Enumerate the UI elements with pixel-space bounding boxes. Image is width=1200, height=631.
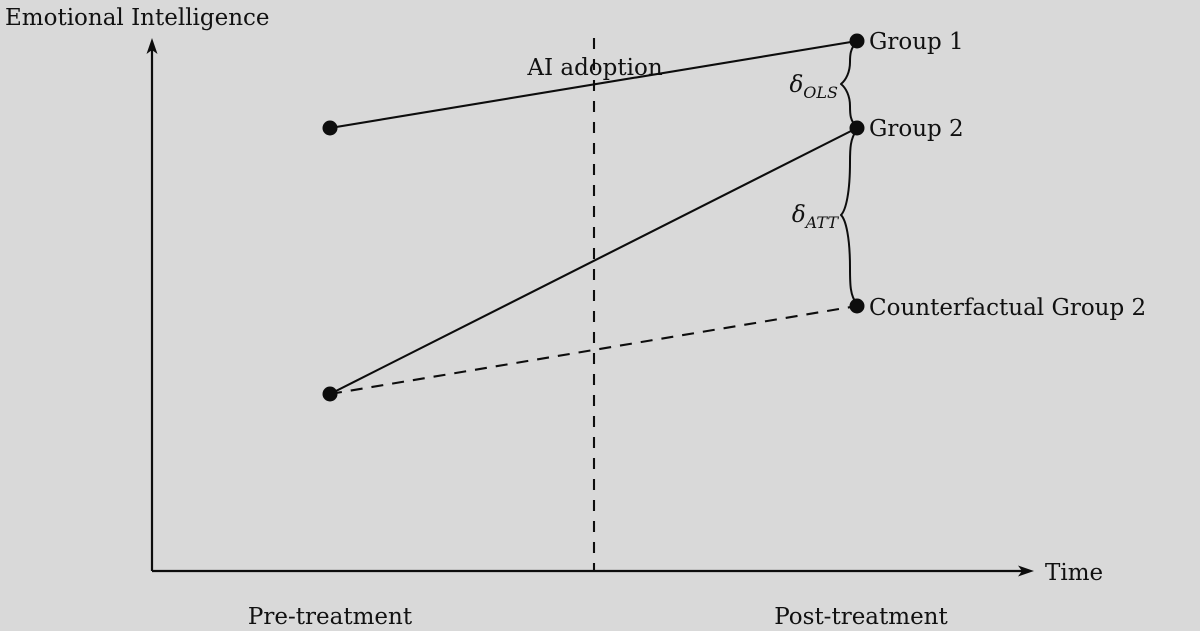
delta-ols-symbol: δ — [789, 72, 803, 98]
point-group2-pre[interactable] — [322, 386, 338, 402]
trend-lines — [328, 39, 859, 396]
label-pre-treatment: Pre-treatment — [248, 604, 413, 630]
delta-ols-label: δOLS — [789, 72, 838, 102]
label-group1: Group 1 — [869, 29, 964, 55]
label-group2: Group 2 — [869, 116, 964, 142]
delta-att-label: δATT — [792, 202, 840, 232]
point-group2-post[interactable] — [849, 120, 865, 136]
delta-att-brace: δATT — [792, 129, 858, 305]
label-post-treatment: Post-treatment — [774, 604, 948, 630]
period-labels: Pre-treatment Post-treatment — [248, 604, 949, 630]
delta-ols-subscript: OLS — [803, 83, 838, 102]
point-counterfactual-group2-post[interactable] — [849, 298, 865, 314]
group1-trend-line — [328, 39, 859, 130]
delta-att-symbol: δ — [792, 202, 806, 228]
point-labels: Group 1 Group 2 Counterfactual Group 2 — [869, 29, 1146, 321]
counterfactual-trend-line — [329, 304, 858, 396]
delta-ols-brace: δOLS — [789, 41, 858, 128]
point-group1-pre[interactable] — [322, 120, 338, 136]
x-axis-title: Time — [1045, 560, 1103, 586]
y-axis-title: Emotional Intelligence — [5, 5, 270, 31]
y-axis-arrow-icon — [146, 38, 158, 54]
brace-ols-icon — [840, 41, 858, 128]
data-points — [322, 33, 865, 402]
brace-att-icon — [840, 129, 858, 305]
y-axis — [146, 38, 158, 571]
label-counterfactual-group2: Counterfactual Group 2 — [869, 295, 1146, 321]
ai-adoption-divider-group: AI adoption — [526, 38, 663, 571]
point-group1-post[interactable] — [849, 33, 865, 49]
x-axis-arrow-icon — [1018, 565, 1034, 577]
x-axis — [152, 565, 1034, 577]
delta-att-subscript: ATT — [804, 213, 840, 232]
group2-trend-line — [328, 126, 859, 396]
